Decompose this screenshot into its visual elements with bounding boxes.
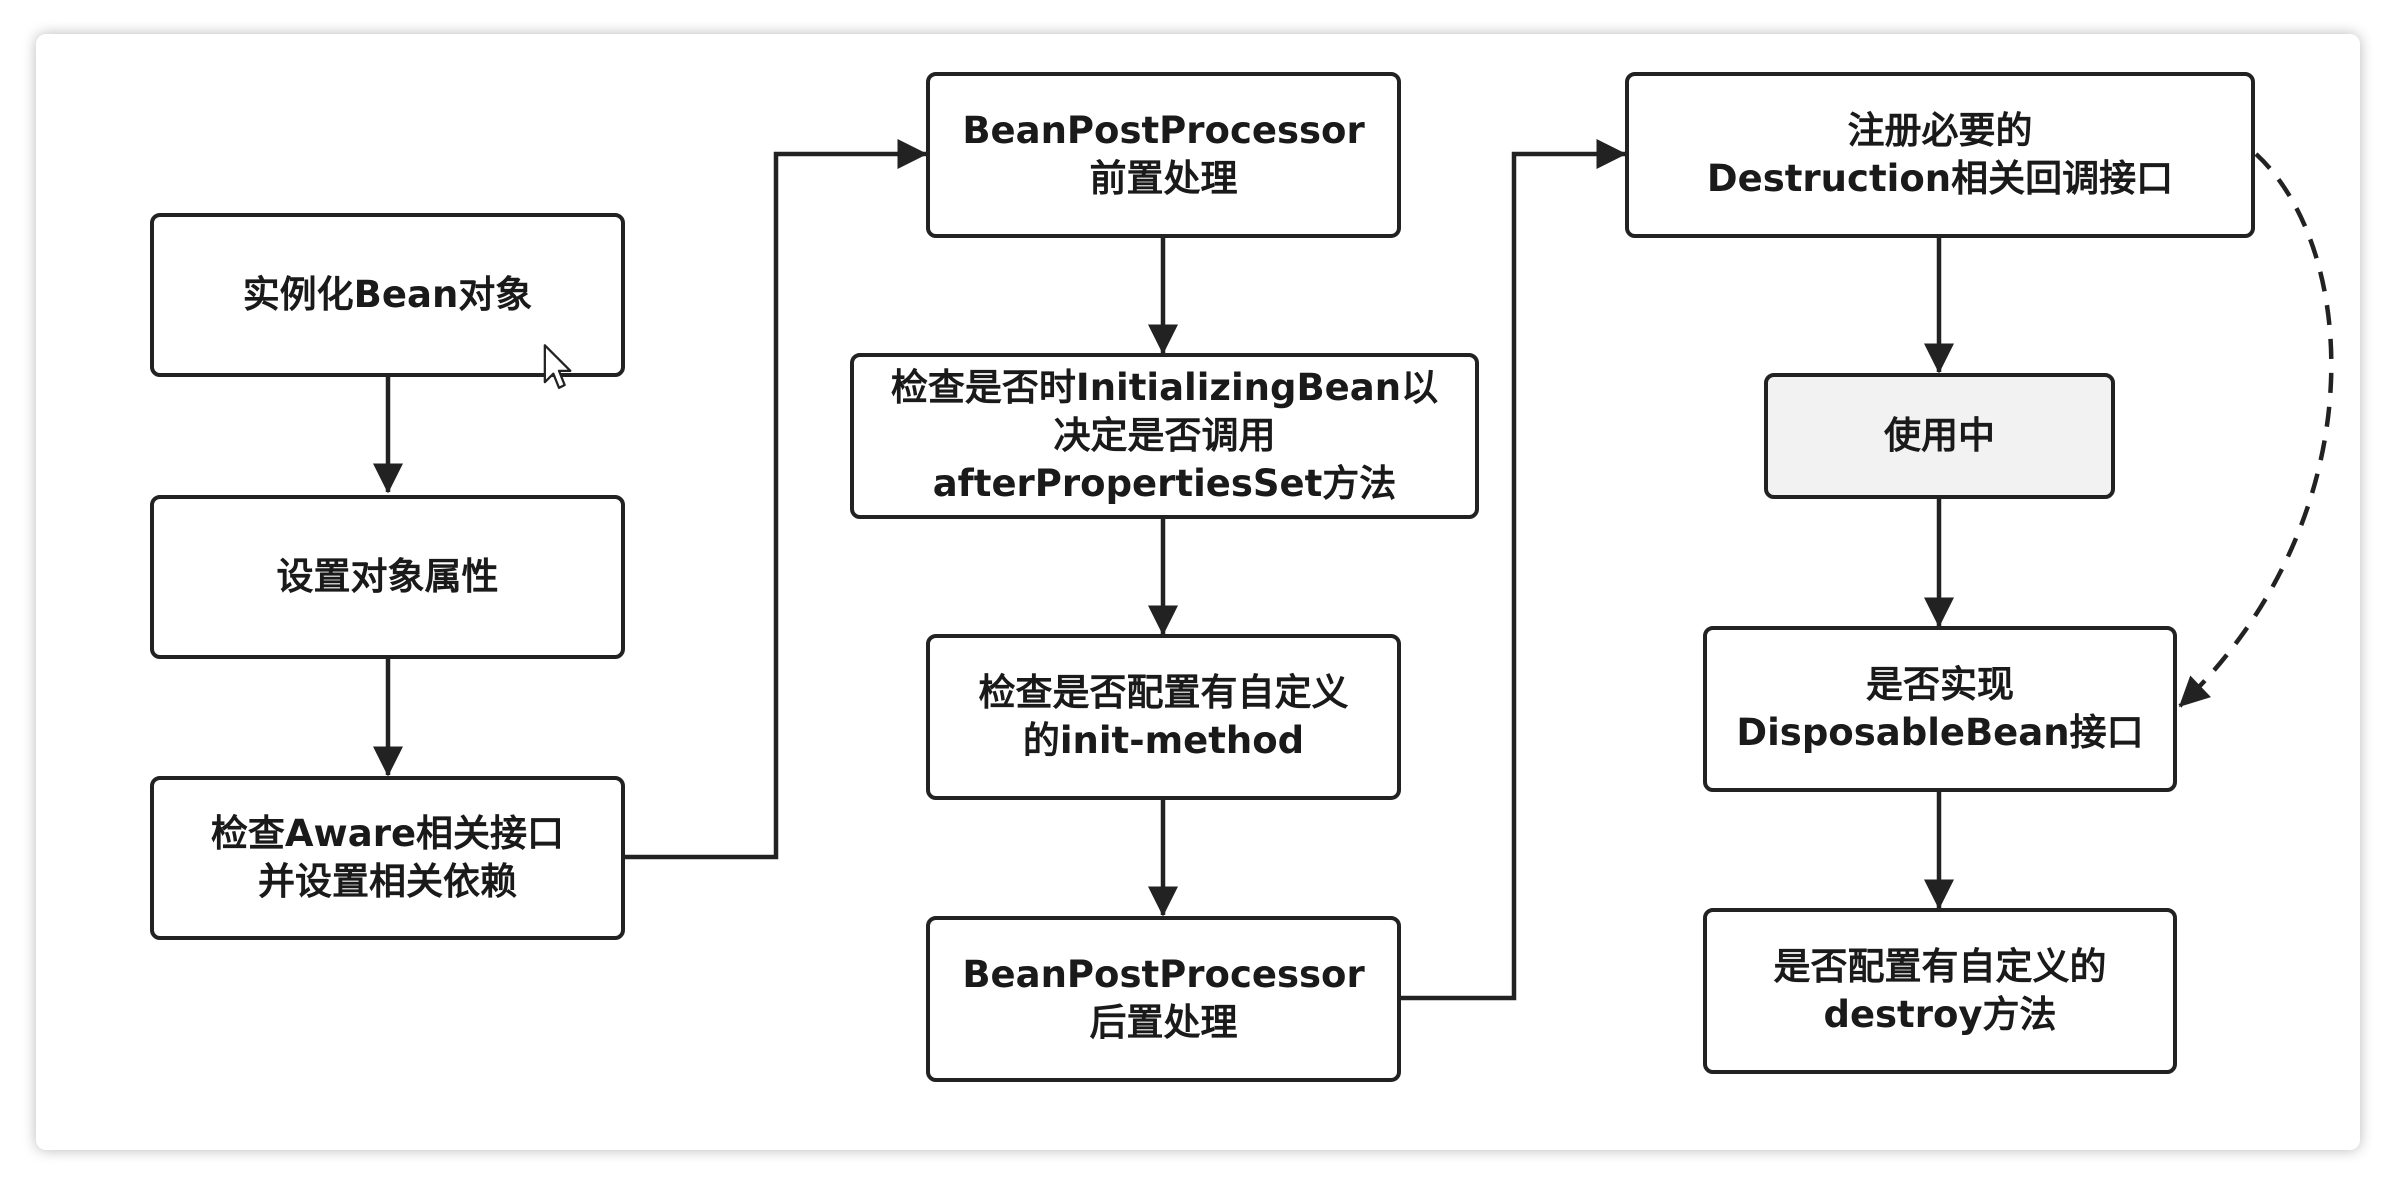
mouse-cursor-icon <box>543 344 572 389</box>
node-check-destroy-method: 是否配置有自定义的 destroy方法 <box>1703 908 2177 1074</box>
node-bpp-after: BeanPostProcessor 后置处理 <box>926 916 1401 1082</box>
node-check-aware: 检查Aware相关接口 并设置相关依赖 <box>150 776 625 940</box>
node-check-disposable-bean: 是否实现 DisposableBean接口 <box>1703 626 2177 792</box>
node-check-initializing-bean: 检查是否时InitializingBean以 决定是否调用 afterPrope… <box>850 353 1479 519</box>
node-instantiate-bean: 实例化Bean对象 <box>150 213 625 377</box>
node-bpp-before: BeanPostProcessor 前置处理 <box>926 72 1401 238</box>
edge-bpp-after-to-register-destruction <box>1399 139 1627 1001</box>
node-set-object-properties: 设置对象属性 <box>150 495 625 659</box>
node-check-init-method: 检查是否配置有自定义 的init-method <box>926 634 1401 800</box>
node-in-use: 使用中 <box>1764 373 2115 499</box>
edge-check-aware-to-bpp-before <box>624 139 928 860</box>
node-register-destruction: 注册必要的 Destruction相关回调接口 <box>1625 72 2255 238</box>
